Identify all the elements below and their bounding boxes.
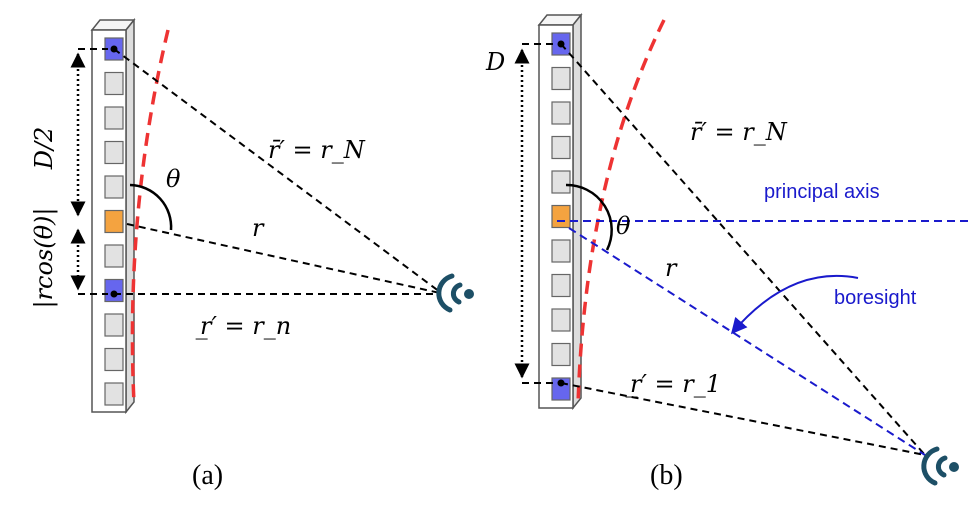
- array-element: [551, 273, 571, 298]
- label-r1-b: r̲′ = r_1: [626, 370, 721, 398]
- wavefront-b: [576, 19, 666, 406]
- array-element: [551, 101, 571, 125]
- label-d: D: [485, 48, 505, 76]
- array-elements-a: [104, 37, 124, 406]
- array-element: [104, 382, 124, 406]
- label-d-half: D/2: [30, 127, 58, 171]
- wireless-antenna-icon: [436, 273, 474, 313]
- array-elements-b: [551, 32, 571, 401]
- label-boresight: boresight: [834, 287, 917, 309]
- label-rN-a: r̄′ = r_N: [268, 136, 366, 164]
- array-element: [104, 175, 124, 199]
- caption-a: (a): [192, 460, 223, 491]
- array-b: [537, 12, 583, 411]
- wavefront-a: [130, 29, 170, 404]
- label-theta-a: θ: [166, 165, 181, 193]
- label-rn-a: r̲′ = r_n: [196, 312, 292, 340]
- array-element: [104, 106, 124, 130]
- theta-arc-b: [565, 183, 613, 251]
- blue-axes-b: [557, 220, 973, 456]
- array-element: [551, 170, 571, 194]
- array-element: [551, 308, 571, 332]
- array-element: [551, 66, 571, 91]
- label-theta-b: θ: [616, 212, 631, 240]
- label-principal-axis: principal axis: [764, 181, 880, 203]
- wireless-antenna-icon: [921, 446, 959, 486]
- array-element: [551, 239, 571, 263]
- array-element: [104, 140, 124, 165]
- label-r-a: r: [252, 214, 265, 242]
- rays-a: [78, 48, 441, 295]
- array-element: [104, 313, 124, 337]
- theta-arc-a: [129, 183, 173, 231]
- array-element: [551, 204, 571, 229]
- array-element: [551, 342, 571, 367]
- label-r-b: r: [665, 254, 678, 282]
- boresight-arrow: [730, 274, 859, 335]
- array-element: [104, 71, 124, 96]
- label-rcos: |rcos(θ)|: [30, 207, 59, 308]
- label-rN-b: r̄′ = r_N: [690, 118, 788, 146]
- rays-b: [522, 43, 926, 456]
- panel-a: D/2 |rcos(θ)| θ r r̄′ = r_N r̲′ = r_n (a…: [30, 17, 474, 491]
- panel-b: D θ r r̄′ = r_N r̲′ = r_1 principal axis…: [485, 12, 973, 491]
- array-element: [104, 347, 124, 372]
- array-a: [90, 17, 136, 415]
- array-element: [104, 244, 124, 268]
- caption-b: (b): [650, 460, 683, 491]
- array-element: [104, 209, 124, 234]
- array-element: [551, 135, 571, 160]
